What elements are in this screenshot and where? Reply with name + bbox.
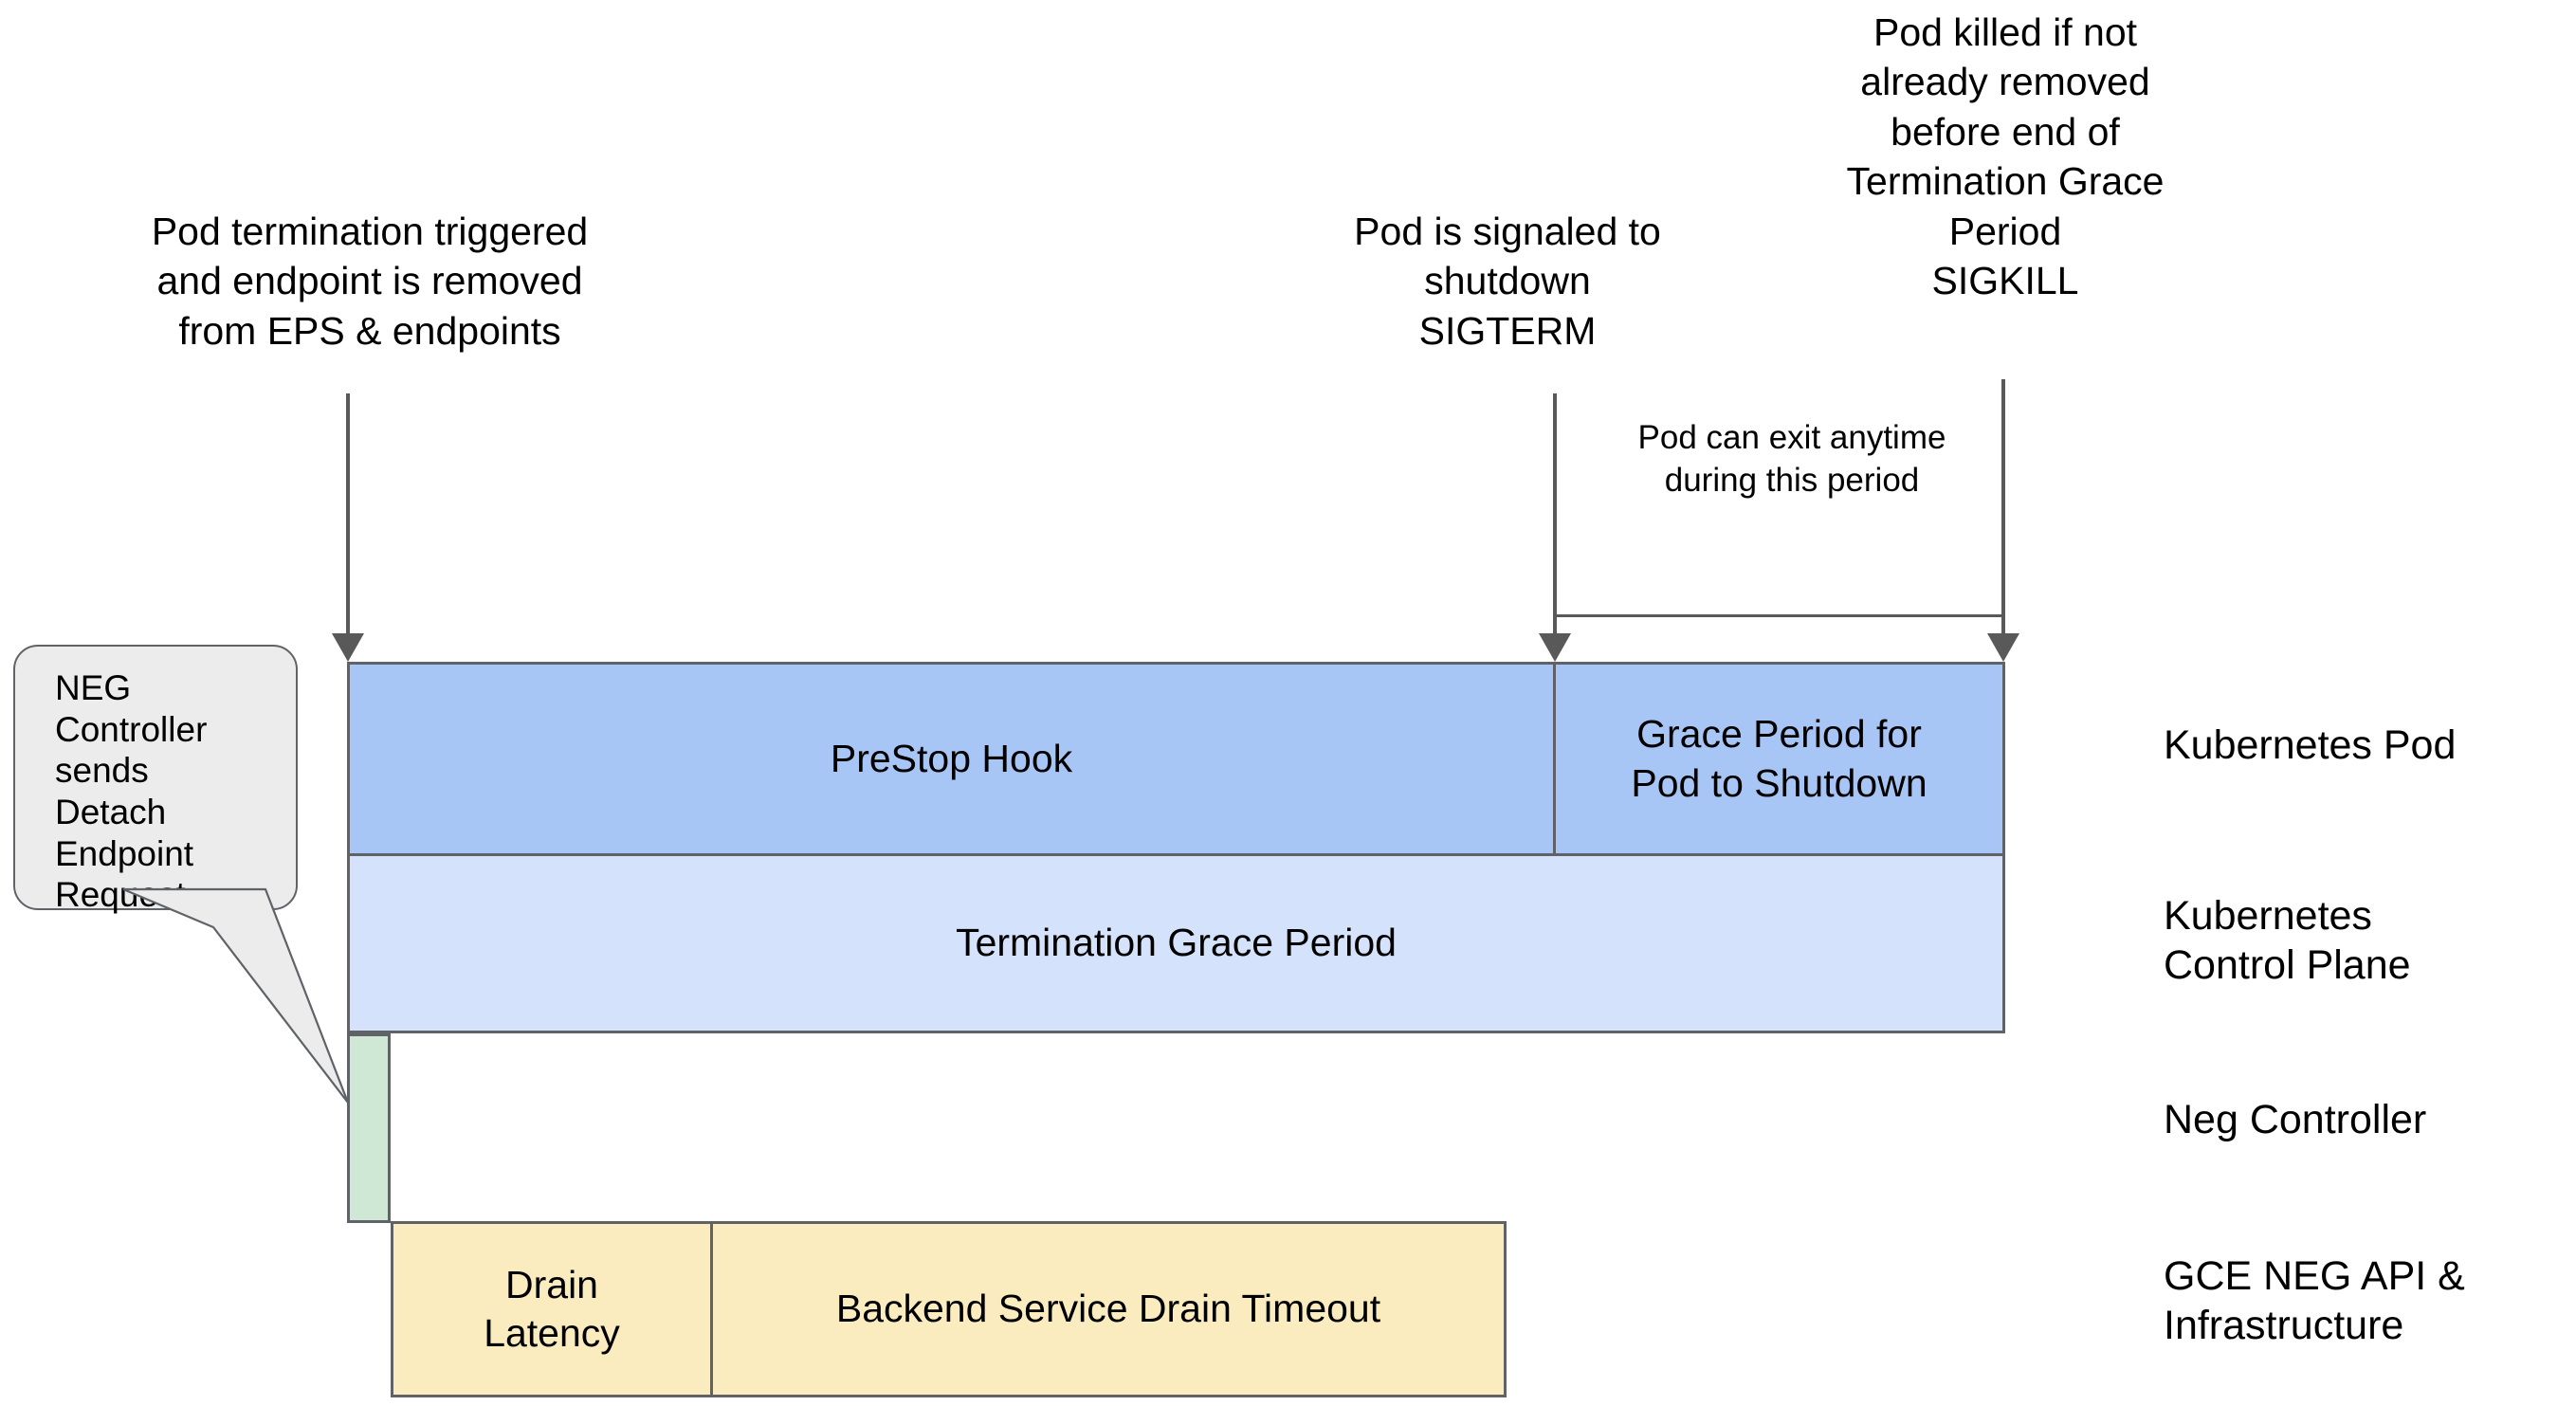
bar-drain-latency-label: Drain Latency: [484, 1262, 620, 1355]
arrow-line-sigterm: [1553, 393, 1557, 633]
bar-termination-grace-period-label: Termination Grace Period: [956, 921, 1397, 965]
bar-drain-latency: Drain Latency: [391, 1221, 713, 1397]
arrow-line-pod-termination: [346, 393, 350, 633]
bar-prestop-hook: PreStop Hook: [347, 662, 1556, 856]
lane-label-kubernetes-pod: Kubernetes Pod: [2164, 722, 2457, 768]
bar-grace-period-for-pod-to-shutdown: Grace Period for Pod to Shutdown: [1553, 662, 2005, 856]
annotation-sigkill: Pod killed if not already removed before…: [1846, 10, 2165, 303]
annotation-pod-termination-triggered: Pod termination triggered and endpoint i…: [151, 210, 589, 353]
lane-label-gce-neg-api-infrastructure: GCE NEG API & Infrastructure: [2164, 1253, 2465, 1349]
bar-backend-service-drain-timeout-label: Backend Service Drain Timeout: [835, 1287, 1381, 1331]
bar-termination-grace-period: Termination Grace Period: [347, 853, 2005, 1033]
arrow-line-sigkill: [2001, 379, 2005, 633]
bar-prestop-hook-label: PreStop Hook: [830, 736, 1073, 780]
annotation-pod-can-exit-anytime: Pod can exit anytime during this period: [1637, 419, 1946, 499]
arrow-head-sigterm: [1539, 633, 1571, 662]
callout-neg-controller-detach-endpoint: NEG Controller sends Detach Endpoint Req…: [13, 645, 298, 914]
annotation-sigterm: Pod is signaled to shutdown SIGTERM: [1354, 210, 1661, 353]
arrow-head-pod-termination: [332, 633, 364, 662]
bar-backend-service-drain-timeout: Backend Service Drain Timeout: [710, 1221, 1507, 1397]
bar-grace-period-label: Grace Period for Pod to Shutdown: [1631, 712, 1927, 805]
bar-neg-controller-detach: [347, 1033, 391, 1223]
arrow-head-sigkill: [1987, 633, 2019, 662]
lane-label-kubernetes-control-plane: Kubernetes Control Plane: [2164, 893, 2411, 989]
grace-period-span-connector: [1555, 614, 2003, 617]
callout-tail-pointer: [123, 889, 370, 1117]
lane-label-neg-controller: Neg Controller: [2164, 1097, 2427, 1142]
